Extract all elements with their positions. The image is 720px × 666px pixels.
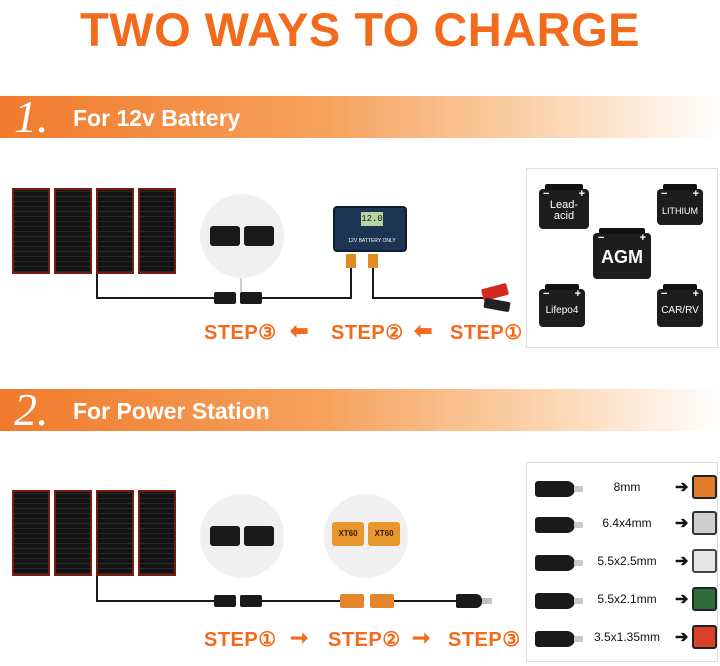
- arrow-right-icon: ➔: [675, 479, 689, 496]
- dc-plug-icon: [535, 481, 583, 497]
- section2-number: 2.: [14, 384, 49, 435]
- list-item: 6.4x4mm ➔: [527, 509, 719, 539]
- section1-label: For 12v Battery: [73, 105, 241, 131]
- power-station-icon: [692, 549, 717, 573]
- list-item: 5.5x2.1mm ➔: [527, 585, 719, 615]
- battery-car-rv: −+ CAR/RV: [657, 284, 703, 327]
- battery-lithium: −+ LITHIUM: [657, 184, 703, 225]
- section2-step-2: STEP②: [328, 629, 401, 651]
- arrow-right-icon: ➞: [412, 625, 431, 650]
- arrow-right-icon: ➞: [290, 625, 309, 650]
- section2-label: For Power Station: [73, 398, 270, 424]
- xt60-label: XT60: [368, 522, 400, 546]
- sae-connector: [240, 595, 262, 607]
- xt60-connector: [370, 594, 394, 608]
- solar-panel: [12, 188, 182, 274]
- arrow-left-icon: ⬅: [414, 318, 433, 343]
- section2-step-1: STEP①: [204, 629, 277, 651]
- dc-plug-icon: [535, 517, 583, 533]
- battery-clamp-black: [483, 297, 511, 313]
- section1-step-2: STEP②: [331, 322, 404, 344]
- connector-zoom: [200, 494, 284, 578]
- controller-label: 12V BATTERY ONLY: [348, 238, 396, 244]
- section1-step-1: STEP①: [450, 322, 523, 344]
- dc-plug-icon: [535, 631, 583, 647]
- xt60-zoom: XT60 XT60: [324, 494, 408, 578]
- arrow-right-icon: ➔: [675, 591, 689, 608]
- list-item: 5.5x2.5mm ➔: [527, 547, 719, 577]
- dc-plug-icon: [535, 593, 583, 609]
- battery-lead-acid: −+ Lead-acid: [539, 184, 589, 229]
- dc-connectors-panel: 8mm ➔ 6.4x4mm ➔ 5.5x2.5mm ➔ 5.5x2.1mm ➔ …: [526, 462, 718, 662]
- power-station-icon: [692, 587, 717, 611]
- arrow-right-icon: ➔: [675, 553, 689, 570]
- page-title: TWO WAYS TO CHARGE: [80, 3, 640, 56]
- section1-number: 1.: [14, 91, 49, 142]
- xt60-label: XT60: [332, 522, 364, 546]
- power-station-icon: [692, 511, 717, 535]
- xt60-connector: [340, 594, 364, 608]
- charge-controller: 12.0 12V BATTERY ONLY: [333, 206, 407, 252]
- sae-connector: [214, 595, 236, 607]
- battery-types-panel: −+ Lead-acid −+ LITHIUM −+ AGM −+ Lifepo…: [526, 168, 718, 348]
- arrow-left-icon: ⬅: [290, 318, 309, 343]
- section2-header: 2. For Power Station: [0, 384, 720, 435]
- arrow-right-icon: ➔: [675, 629, 689, 646]
- section1-step-3: STEP③: [204, 322, 277, 344]
- battery-agm: −+ AGM: [593, 228, 651, 279]
- power-station-icon: [692, 625, 717, 649]
- list-item: 8mm ➔: [527, 473, 719, 503]
- connector-zoom: [200, 194, 284, 278]
- sae-connector: [240, 292, 262, 304]
- list-item: 3.5x1.35mm ➔: [527, 623, 719, 653]
- sae-connector: [214, 292, 236, 304]
- battery-lifepo4: −+ Lifepo4: [539, 284, 585, 327]
- dc-plug-icon: [535, 555, 583, 571]
- dc-plug: [456, 594, 482, 608]
- solar-panel: [12, 490, 182, 576]
- section2-step-3: STEP③: [448, 629, 521, 651]
- controller-display: 12.0: [361, 212, 383, 226]
- power-station-icon: [692, 475, 717, 499]
- arrow-right-icon: ➔: [675, 515, 689, 532]
- section1-header: 1. For 12v Battery: [0, 91, 720, 142]
